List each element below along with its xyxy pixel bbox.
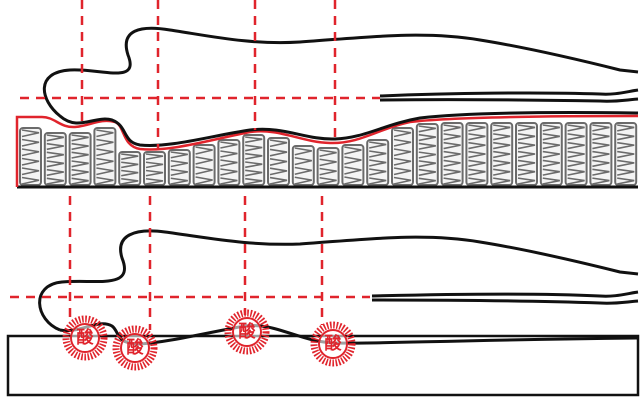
- spring-coil: [143, 151, 166, 186]
- acid-marker: 酸: [224, 309, 270, 355]
- spring-coil: [217, 139, 241, 186]
- spring-coil: [614, 122, 638, 186]
- spring-coil: [68, 132, 92, 186]
- spring-coil: [366, 139, 390, 186]
- acid-label: 酸: [325, 333, 343, 354]
- spring-coil: [440, 122, 464, 186]
- pressure-guide-lines-bottom: [10, 196, 370, 330]
- spring-coil: [415, 123, 439, 186]
- hard-board-panel: 酸酸酸酸: [6, 196, 640, 397]
- acid-label: 酸: [127, 337, 145, 358]
- spring-coil: [43, 132, 67, 186]
- spring-coil: [341, 144, 365, 186]
- spring-coil: [539, 122, 563, 186]
- spring-coil: [391, 127, 414, 186]
- spring-coil: [490, 122, 514, 186]
- pressure-guide-lines: [20, 0, 380, 148]
- spring-coil: [167, 149, 191, 186]
- spring-coil: [291, 145, 315, 186]
- mattress-contour-line: [15, 114, 639, 187]
- spring-coil: [465, 122, 489, 186]
- spring-coil: [118, 151, 142, 186]
- spring-coil: [316, 147, 340, 186]
- acid-marker: 酸: [310, 321, 356, 367]
- acid-label: 酸: [239, 321, 257, 342]
- spring-coil: [192, 144, 216, 186]
- acid-marker: 酸: [112, 325, 158, 371]
- acid-marker: 酸: [62, 315, 108, 361]
- spring-mattress-panel: [15, 0, 639, 189]
- spring-coil: [564, 122, 588, 186]
- spring-coil: [267, 137, 290, 186]
- spring-coil: [515, 122, 538, 186]
- body-silhouette-top: [42, 26, 639, 147]
- spring-coil: [242, 134, 266, 186]
- acid-label: 酸: [77, 327, 95, 348]
- spring-coil: [19, 127, 42, 186]
- spring-coil: [93, 127, 117, 186]
- spring-coil: [589, 122, 613, 186]
- spring-coils: [19, 122, 638, 186]
